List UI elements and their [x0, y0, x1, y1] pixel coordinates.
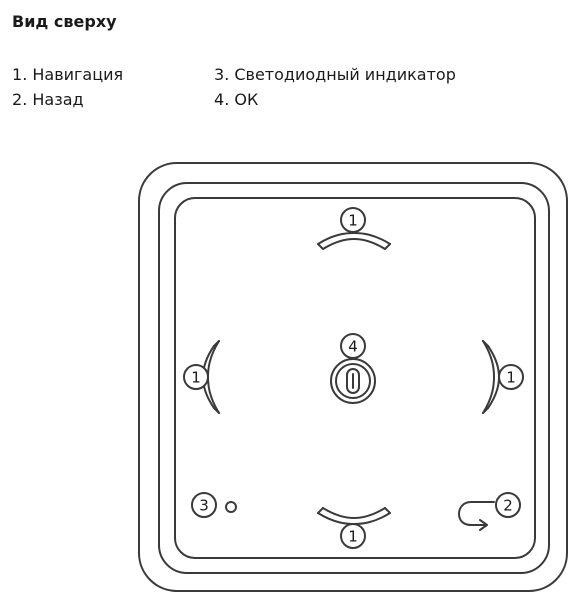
- back-arrow-icon: [458, 501, 495, 531]
- callout-led: 3: [191, 492, 217, 518]
- legend-item-ok: 4ОК: [214, 87, 456, 112]
- device-outer-frame: [138, 162, 568, 592]
- ok-button-icon: [330, 358, 376, 404]
- callout-ok: 4: [340, 333, 366, 359]
- svg-text:3: 3: [199, 497, 209, 515]
- svg-text:1: 1: [191, 369, 201, 387]
- nav-up-chevron-icon: [317, 232, 391, 250]
- led-indicator-icon: [225, 501, 237, 513]
- nav-down-chevron-icon: [317, 507, 391, 525]
- svg-text:1: 1: [506, 369, 516, 387]
- legend-item-led: 3Светодиодный индикатор: [214, 62, 456, 87]
- legend-column-left: 1Навигация 2Назад: [12, 62, 123, 112]
- svg-text:1: 1: [348, 528, 358, 546]
- legend-item-navigation: 1Навигация: [12, 62, 123, 87]
- device-inner-panel: [174, 197, 536, 559]
- page-title: Вид сверху: [12, 12, 117, 31]
- device-middle-frame: [158, 182, 550, 574]
- svg-text:4: 4: [348, 338, 358, 356]
- callout-nav-left: 1: [183, 364, 209, 390]
- callout-back: 2: [495, 492, 521, 518]
- callout-nav-bottom: 1: [340, 523, 366, 549]
- svg-text:1: 1: [348, 212, 358, 230]
- callout-nav-top: 1: [340, 207, 366, 233]
- nav-right-chevron-icon: [482, 340, 500, 414]
- callout-nav-right: 1: [498, 364, 524, 390]
- legend-item-back: 2Назад: [12, 87, 123, 112]
- svg-text:2: 2: [503, 497, 513, 515]
- legend-column-right: 3Светодиодный индикатор 4ОК: [214, 62, 456, 112]
